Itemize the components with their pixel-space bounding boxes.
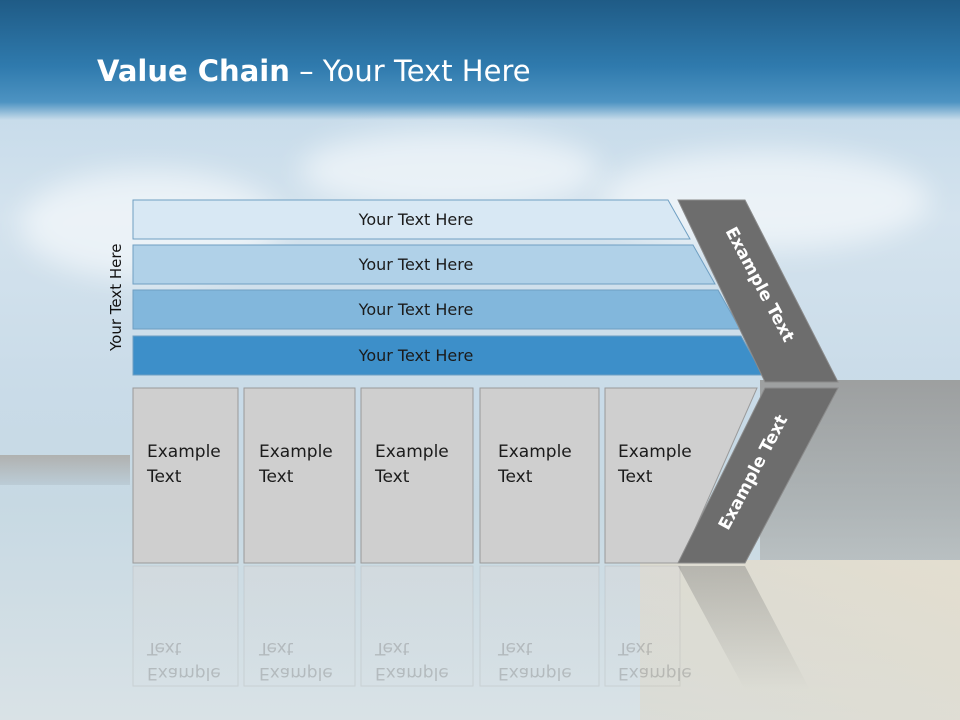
- primary-cell: [360, 387, 474, 564]
- primary-cell-line2: Text: [375, 467, 410, 487]
- margin-reflection: [678, 566, 810, 690]
- title-rest: – Your Text Here: [289, 54, 531, 88]
- primary-cell-line2: Text: [259, 467, 294, 487]
- support-row-label: Your Text Here: [358, 300, 474, 319]
- primary-cell-reflection: [604, 565, 681, 687]
- primary-cell-line1: Example: [498, 442, 572, 462]
- margin-upper: [677, 199, 839, 383]
- title-bar: [0, 0, 960, 120]
- distant-shore: [0, 455, 130, 485]
- support-row-label: Your Text Here: [358, 255, 474, 274]
- primary-cell-line2: Text: [618, 467, 653, 487]
- primary-cell-line2: Text: [498, 467, 533, 487]
- primary-cell-reflection: [243, 565, 356, 687]
- primary-cell-line1: Example: [259, 442, 333, 462]
- primary-cell: [479, 387, 600, 564]
- support-row: [132, 244, 716, 285]
- primary-cell-reflection: [360, 565, 474, 687]
- primary-cell-reflection: [132, 565, 239, 687]
- slide-title: Value Chain – Your Text Here: [97, 54, 531, 88]
- cloud: [300, 130, 600, 210]
- support-row: [132, 199, 691, 240]
- primary-cell-reflection: [479, 565, 600, 687]
- primary-cell-line2: Text: [147, 467, 182, 487]
- margin-lower: [677, 387, 839, 564]
- support-row-label: Your Text Here: [358, 210, 474, 229]
- primary-cell-line1: Example: [375, 442, 449, 462]
- primary-cell: [132, 387, 239, 564]
- title-bold: Value Chain: [97, 54, 290, 88]
- support-row-label: Your Text Here: [358, 346, 474, 365]
- primary-cell-line1: Example: [618, 442, 692, 462]
- primary-cell-line1: Example: [147, 442, 221, 462]
- side-label: Your Text Here: [107, 243, 125, 351]
- primary-cell: [243, 387, 356, 564]
